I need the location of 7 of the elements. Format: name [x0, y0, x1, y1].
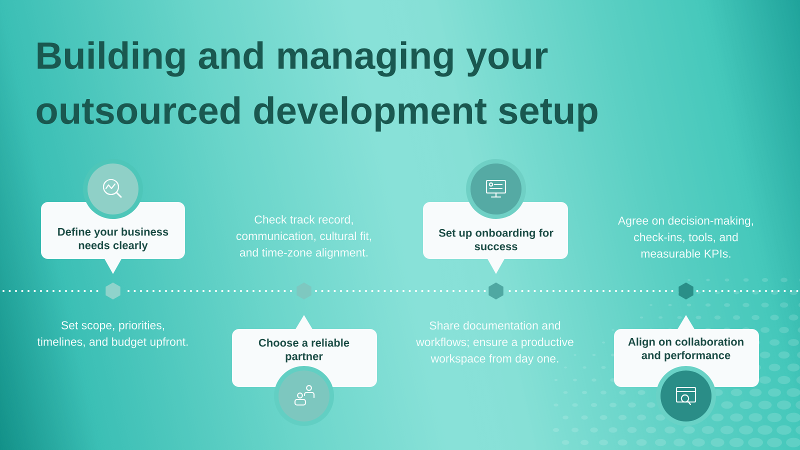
step-description: Share documentation and workflows; ensure a productive workspace from day one.: [416, 321, 574, 365]
step-description: Agree on decision-making, check-ins, tools, and measurable KPIs.: [618, 216, 754, 258]
callout-box: Set up onboarding for success: [423, 202, 568, 274]
step-description: Set scope, priorities, timelines, and budget upfront.: [37, 320, 188, 348]
title: Building and managing your outsourced development setup: [36, 41, 598, 132]
step-description: Check track record, communication, cultural fit, and time-zone alignment.: [236, 215, 372, 259]
callout-box: Define your business needs clearly: [41, 202, 185, 274]
